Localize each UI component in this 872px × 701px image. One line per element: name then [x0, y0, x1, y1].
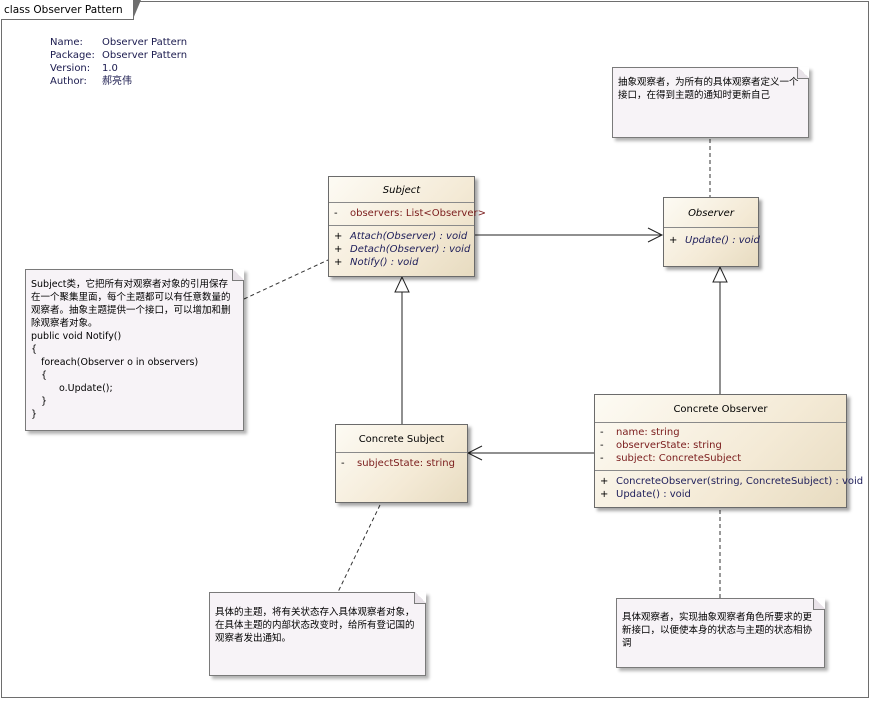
operation-text: Notify() : void — [350, 257, 419, 268]
meta-key: Name: — [50, 37, 83, 48]
meta-value: 1.0 — [102, 63, 118, 74]
meta-row-package: Package: Observer Pattern — [50, 49, 187, 62]
class-concrete-subject[interactable]: Concrete Subject - subjectState: string — [335, 424, 468, 503]
operation-text: Update() : void — [616, 489, 691, 500]
attribute-row: - subject: ConcreteSubject — [600, 452, 846, 465]
operation-text: ConcreteObserver(string, ConcreteSubject… — [616, 476, 864, 487]
attribute-text: name: string — [616, 427, 680, 438]
note-line: o.Update(); — [59, 383, 113, 394]
meta-value: 郝亮伟 — [102, 76, 132, 87]
visibility-marker: + — [600, 489, 609, 500]
visibility-marker: - — [334, 208, 338, 219]
visibility-marker: - — [341, 458, 345, 469]
class-observer[interactable]: Observer + Update() : void — [663, 197, 760, 267]
attribute-row: - subjectState: string — [341, 457, 467, 470]
operation-row: + ConcreteObserver(string, ConcreteSubjec… — [600, 475, 863, 488]
operation-row: + Update() : void — [600, 488, 846, 501]
subject-note-anchor — [243, 259, 329, 300]
concrete-subject-note-anchor — [337, 504, 381, 593]
visibility-marker: - — [600, 440, 604, 451]
attribute-row: - observerState: string — [600, 439, 846, 452]
meta-key: Version: — [50, 63, 91, 74]
note-line: } — [41, 396, 48, 407]
association-arrowhead — [466, 445, 483, 461]
note-subject[interactable]: Subject类，它把所有对观察者对象的引用保存 在一个聚集里面，每个主题都可以… — [25, 269, 244, 431]
meta-value: Observer Pattern — [102, 50, 188, 61]
note-line: 具体的主题，将有关状态存入具体观察者对象， — [215, 607, 415, 618]
note-line: foreach(Observer o in observers) — [41, 357, 199, 368]
visibility-marker: - — [600, 453, 604, 464]
operation-text: Detach(Observer) : void — [350, 244, 471, 255]
note-line: 观察者。抽象主题提供一个接口，可以增加和删 — [31, 305, 231, 316]
note-concrete-observer[interactable]: 具体观察者，实现抽象观察者角色所要求的更 新接口，以便使本身的状态与主题的状态相… — [616, 598, 825, 668]
attribute-row: - observers: List<Observer> — [334, 207, 486, 220]
class-attributes: - observers: List<Observer> — [329, 203, 486, 226]
note-line: 新接口，以便使本身的状态与主题的状态相协 — [622, 625, 813, 636]
operation-text: Attach(Observer) : void — [350, 231, 468, 242]
note-line: 抽象观察者，为所有的具体观察者定义一个 — [618, 77, 799, 88]
class-name: Concrete Subject — [336, 425, 467, 453]
note-line: 具体观察者，实现抽象观察者角色所要求的更 — [622, 612, 813, 623]
meta-key: Author: — [50, 76, 87, 87]
operation-row: + Detach(Observer) : void — [334, 243, 474, 256]
class-operations: + Attach(Observer) : void + Detach(Observe… — [329, 226, 474, 273]
attribute-row: - name: string — [600, 426, 846, 439]
note-line: public void Notify() — [31, 331, 122, 342]
class-operations: + ConcreteObserver(string, ConcreteSubjec… — [595, 471, 863, 505]
visibility-marker: + — [669, 235, 678, 246]
class-name: Subject — [329, 177, 474, 203]
note-line: Subject类，它把所有对观察者对象的引用保存 — [31, 279, 229, 290]
visibility-marker: + — [334, 231, 343, 242]
meta-row-author: Author: 郝亮伟 — [50, 75, 187, 88]
class-subject[interactable]: Subject - observers: List<Observer> + Atta… — [328, 176, 486, 277]
attribute-text: observers: List<Observer> — [350, 208, 486, 219]
note-line: { — [41, 370, 48, 381]
note-line: 除观察者对象。 — [31, 318, 98, 329]
class-concrete-observer[interactable]: Concrete Observer - name: string - observe… — [594, 394, 863, 508]
diagram-metadata: Name: Observer Pattern Package: Observer P… — [50, 36, 187, 88]
visibility-marker: + — [334, 257, 343, 268]
class-attributes: - subjectState: string — [336, 453, 467, 470]
note-line: 在具体主题的内部状态改变时，给所有登记国的 — [215, 620, 415, 631]
generalization-arrowhead — [712, 265, 728, 283]
operation-text: Update() : void — [685, 235, 760, 246]
association-arrowhead — [647, 227, 664, 243]
note-concrete-subject[interactable]: 具体的主题，将有关状态存入具体观察者对象， 在具体主题的内部状态改变时，给所有登… — [209, 592, 426, 676]
note-line: 接口，在得到主题的通知时更新自己 — [618, 90, 771, 101]
operation-row: + Notify() : void — [334, 256, 474, 269]
class-name: Observer — [664, 198, 758, 228]
note-line: { — [31, 344, 38, 355]
class-attributes: - name: string - observerState: string - su… — [595, 423, 846, 471]
attribute-text: observerState: string — [616, 440, 722, 451]
generalization-arrowhead — [394, 275, 410, 293]
note-line: } — [31, 409, 38, 420]
note-line: 调 — [622, 638, 632, 649]
attribute-text: subjectState: string — [357, 458, 455, 469]
diagram-frame-label: class Observer Pattern — [1, 0, 141, 20]
meta-row-name: Name: Observer Pattern — [50, 36, 187, 49]
visibility-marker: + — [600, 476, 609, 487]
operation-row: + Update() : void — [669, 234, 760, 247]
meta-row-version: Version: 1.0 — [50, 62, 187, 75]
class-name: Concrete Observer — [595, 395, 846, 423]
visibility-marker: + — [334, 244, 343, 255]
meta-key: Package: — [50, 50, 95, 61]
note-line: 观察者发出通知。 — [215, 633, 292, 644]
note-line: 在一个聚集里面，每个主题都可以有任意数量的 — [31, 292, 231, 303]
attribute-text: subject: ConcreteSubject — [616, 453, 742, 464]
note-observer[interactable]: 抽象观察者，为所有的具体观察者定义一个 接口，在得到主题的通知时更新自己 — [612, 67, 809, 138]
meta-value: Observer Pattern — [102, 37, 188, 48]
operation-row: + Attach(Observer) : void — [334, 230, 474, 243]
visibility-marker: - — [600, 427, 604, 438]
class-operations: + Update() : void — [664, 228, 760, 251]
